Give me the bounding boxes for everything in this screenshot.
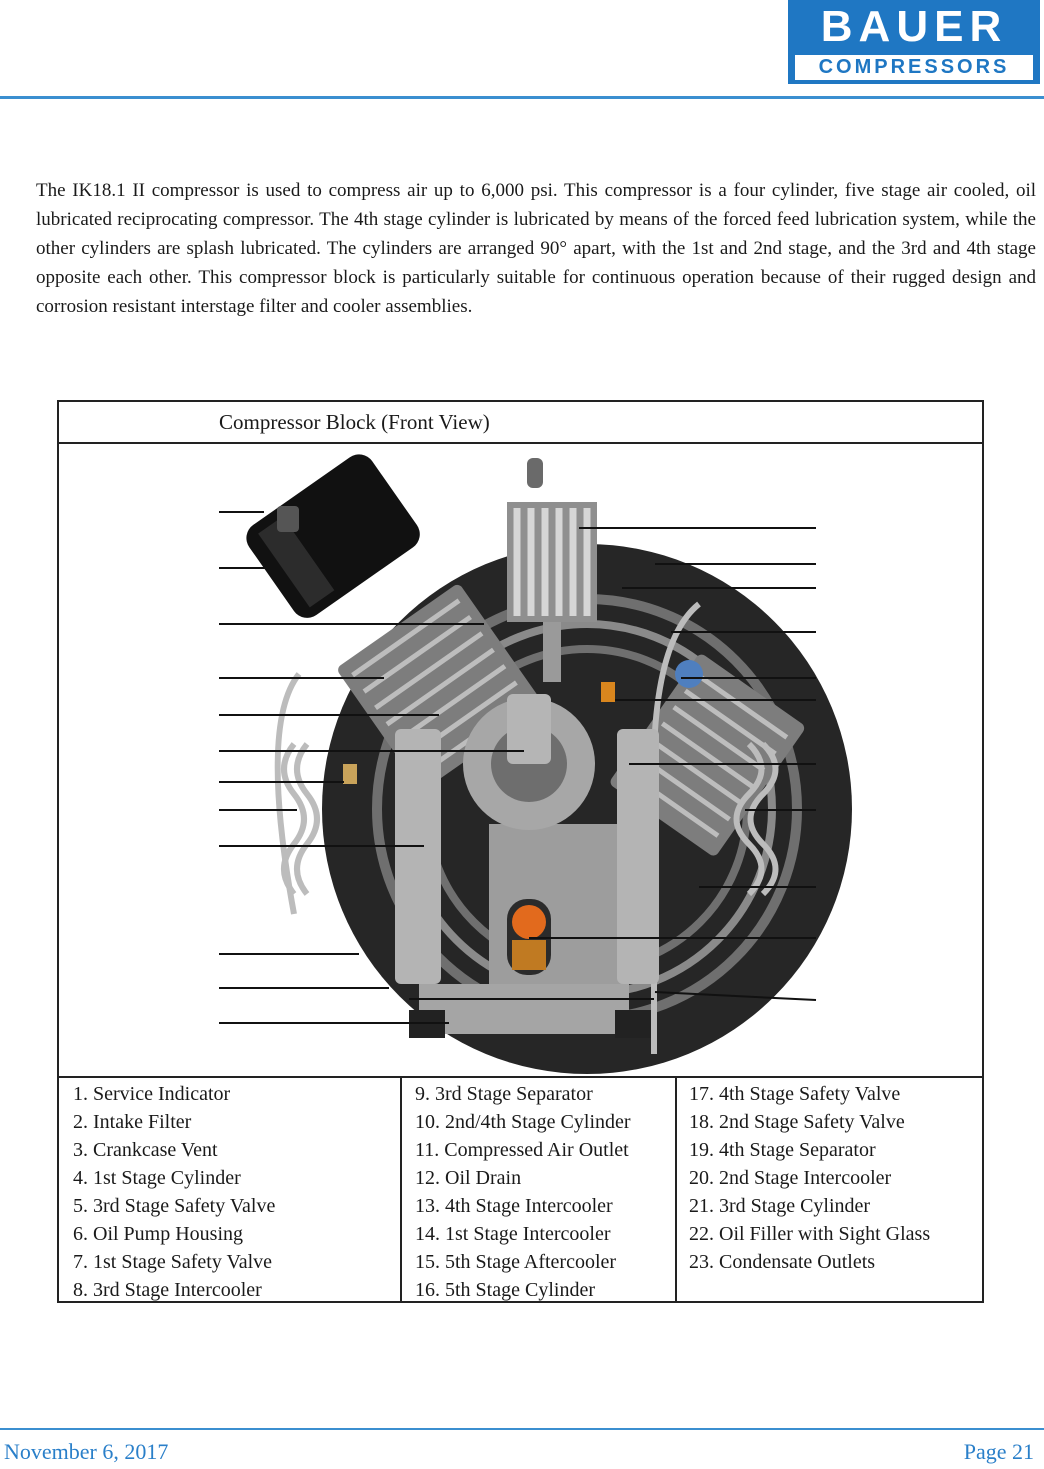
legend-item: 14. 1st Stage Intercooler	[415, 1220, 675, 1248]
legend-item: 16. 5th Stage Cylinder	[415, 1276, 675, 1304]
legend-item: 7. 1st Stage Safety Valve	[73, 1248, 398, 1276]
legend-item: 8. 3rd Stage Intercooler	[73, 1276, 398, 1304]
legend-item: 5. 3rd Stage Safety Valve	[73, 1192, 398, 1220]
bauer-compressors-logo: BAUER COMPRESSORS	[788, 0, 1040, 84]
legend-item: 20. 2nd Stage Intercooler	[689, 1164, 979, 1192]
page-number: Page 21	[964, 1438, 1034, 1466]
legend-item: 22. Oil Filler with Sight Glass	[689, 1220, 979, 1248]
figure-title-row: Compressor Block (Front View)	[59, 402, 982, 444]
legend-item: 19. 4th Stage Separator	[689, 1136, 979, 1164]
legend-item: 3. Crankcase Vent	[73, 1136, 398, 1164]
legend-item: 10. 2nd/4th Stage Cylinder	[415, 1108, 675, 1136]
third-stage-separator	[395, 729, 441, 984]
legend-column-3: 17. 4th Stage Safety Valve 18. 2nd Stage…	[689, 1078, 979, 1301]
legend-item: 4. 1st Stage Cylinder	[73, 1164, 398, 1192]
legend-item: 15. 5th Stage Aftercooler	[415, 1248, 675, 1276]
legend-item: 23. Condensate Outlets	[689, 1248, 979, 1276]
legend-item: 11. Compressed Air Outlet	[415, 1136, 675, 1164]
logo-subtitle: COMPRESSORS	[793, 53, 1035, 82]
legend-divider	[675, 1078, 677, 1303]
legend-column-2: 9. 3rd Stage Separator 10. 2nd/4th Stage…	[415, 1078, 675, 1301]
header-rule	[0, 96, 1044, 99]
legend-divider	[400, 1078, 402, 1303]
figure-title: Compressor Block (Front View)	[219, 408, 490, 436]
legend-item: 2. Intake Filter	[73, 1108, 398, 1136]
legend-item: 1. Service Indicator	[73, 1080, 398, 1108]
legend-item: 12. Oil Drain	[415, 1164, 675, 1192]
parts-legend: 1. Service Indicator 2. Intake Filter 3.…	[59, 1076, 982, 1301]
legend-item: 6. Oil Pump Housing	[73, 1220, 398, 1248]
footer-rule	[0, 1428, 1044, 1430]
logo-wordmark: BAUER	[794, 4, 1034, 50]
legend-item: 9. 3rd Stage Separator	[415, 1080, 675, 1108]
legend-item: 21. 3rd Stage Cylinder	[689, 1192, 979, 1220]
legend-item: 17. 4th Stage Safety Valve	[689, 1080, 979, 1108]
legend-item: 13. 4th Stage Intercooler	[415, 1192, 675, 1220]
legend-column-1: 1. Service Indicator 2. Intake Filter 3.…	[73, 1078, 398, 1301]
fourth-stage-separator	[617, 729, 659, 984]
compressor-block-illustration	[59, 444, 982, 1076]
intake-filter	[240, 448, 426, 624]
legend-item: 18. 2nd Stage Safety Valve	[689, 1108, 979, 1136]
footer-date: November 6, 2017	[4, 1438, 168, 1466]
figure-box: Compressor Block (Front View)	[57, 400, 984, 1303]
intro-paragraph: The IK18.1 II compressor is used to comp…	[36, 176, 1036, 321]
